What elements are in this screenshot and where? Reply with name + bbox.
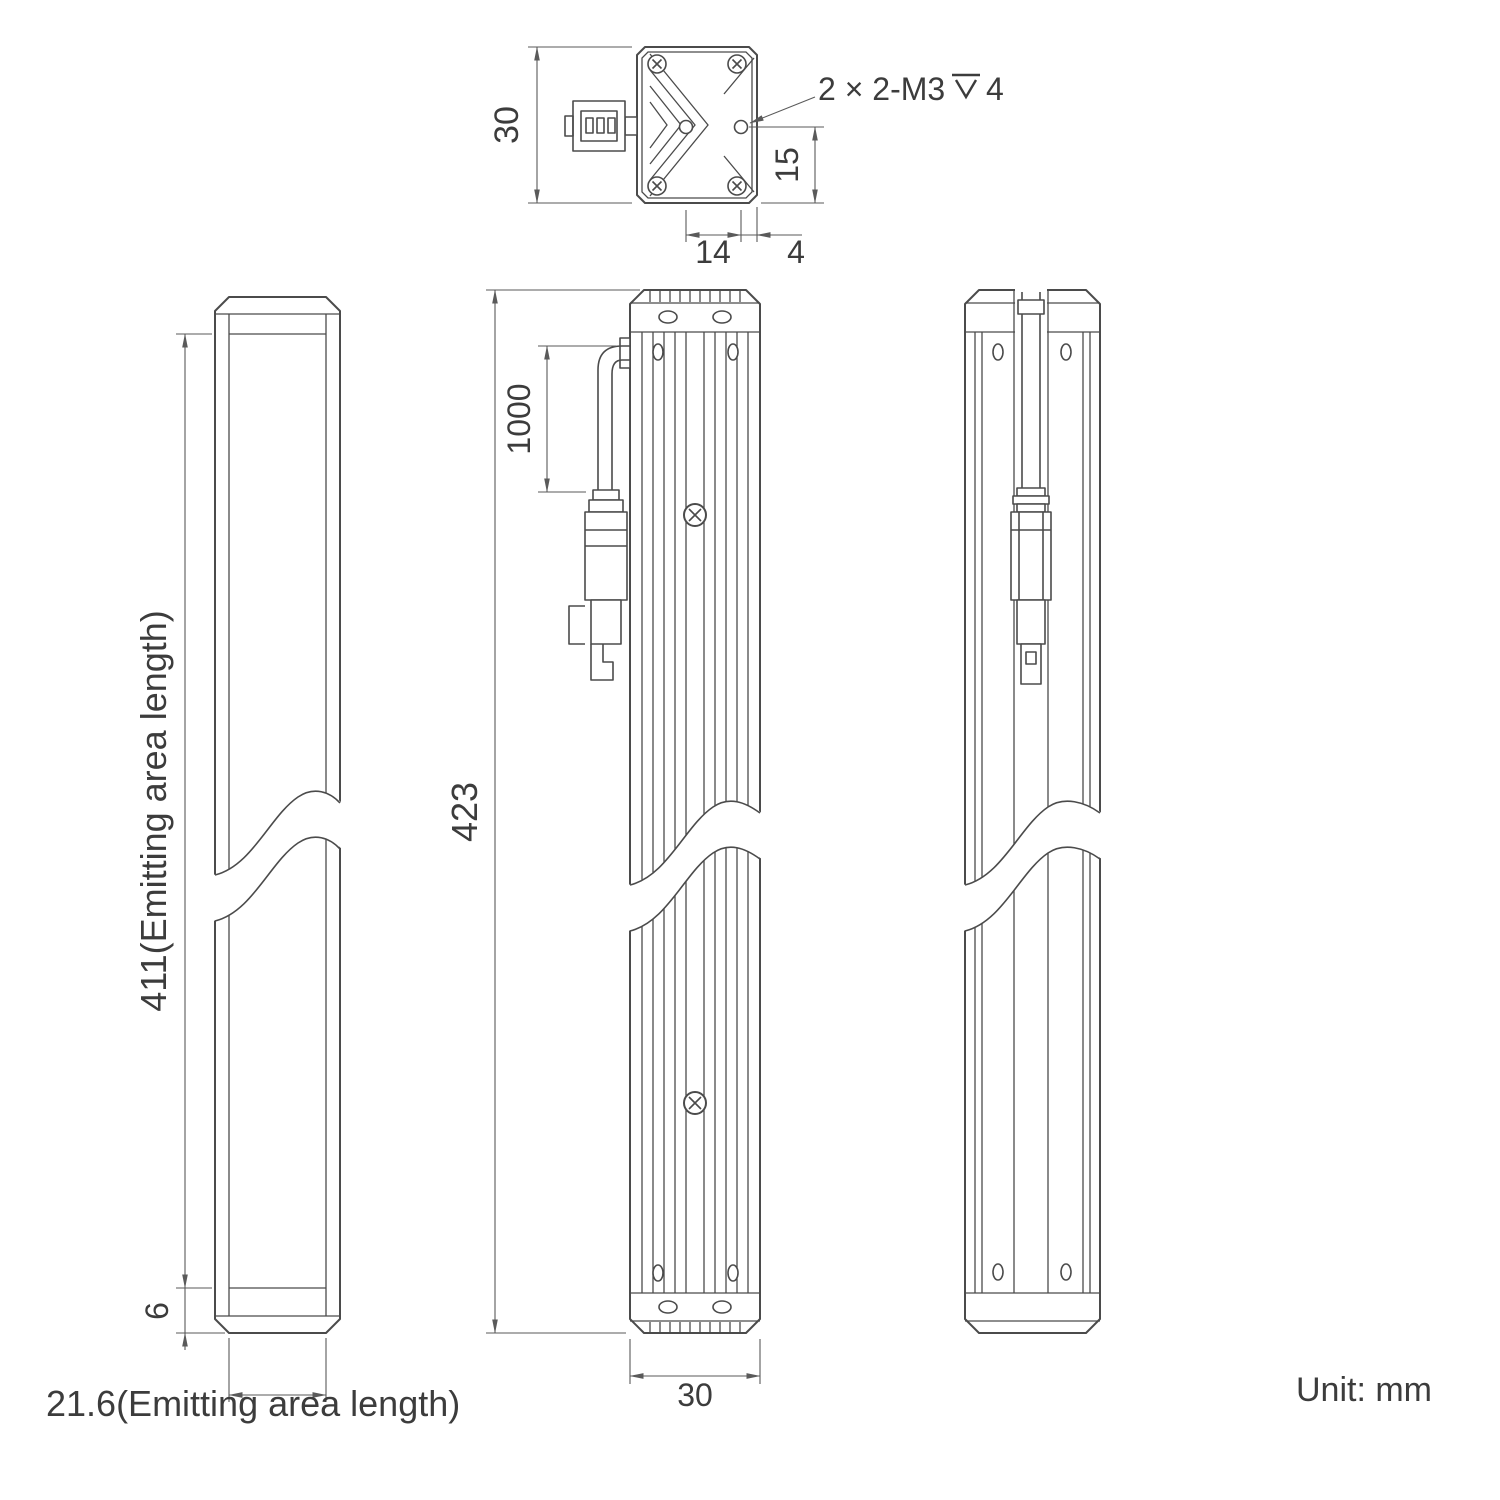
cable-connector-back [1010,487,1052,685]
back-view [963,285,1102,1334]
side-cap-slots [658,310,732,1314]
mounting-hole-left [678,119,694,135]
dim-bottom-margin: 6 [139,1288,225,1350]
side-view-finned: 1000 423 30 [444,289,762,1413]
front-cap-lines [215,313,340,1317]
mounting-hole-right [733,119,749,135]
dim-body-width: 30 [629,1339,761,1413]
top-view: 30 2 × 2-M3 4 15 14 [488,46,1004,270]
dim-hole-to-bottom: 15 [749,126,824,204]
dim-hole-spacing-group: 14 4 [685,207,805,270]
break-lines-back [963,800,1102,932]
dim-emitting-width: 21.6(Emitting area length) [46,1338,460,1424]
thread-annotation: 2 × 2-M3 4 [749,71,1004,124]
top-body-outline [636,46,758,204]
break-lines-front [213,790,342,922]
back-groove-lines [974,332,1091,1293]
dim-label-30-width: 30 [677,1377,713,1413]
dim-label-6: 6 [139,1302,175,1320]
back-screw-slots [992,343,1072,1281]
dim-overall-length: 423 [444,289,640,1334]
front-view: 411(Emitting area length) 6 21.6(Emittin… [46,296,460,1424]
cable-connector-side [568,489,628,681]
back-cable [1017,292,1045,488]
depth-symbol-icon [952,73,980,100]
thread-note-depth: 4 [986,71,1004,107]
cable-channel-walls [1013,290,1049,1293]
side-body-outline [629,289,761,1334]
thread-note-prefix: 2 × 2-M3 [818,71,945,107]
corner-screws [647,54,747,196]
dim-cable-length: 1000 [501,345,616,493]
power-connector-section [564,100,638,152]
side-screw-slots [652,343,739,1282]
dim-label-emitting-width: 21.6(Emitting area length) [46,1383,460,1424]
power-cable [597,337,631,492]
front-body-outline [214,296,341,1334]
dim-label-top-height: 30 [488,106,526,144]
dim-label-1000: 1000 [501,383,537,454]
dim-label-4: 4 [787,234,805,270]
dim-top-height: 30 [488,46,632,204]
dim-label-14: 14 [695,234,731,270]
center-screws [683,503,707,1115]
dim-emitting-length: 411(Emitting area length) [133,333,212,1289]
back-body-outline [964,289,1101,1334]
break-lines-side [628,800,762,932]
side-cap-lines [630,291,760,1332]
dim-label-15: 15 [769,147,805,183]
dim-label-423: 423 [444,782,485,842]
unit-label: Unit: mm [1296,1371,1432,1409]
dim-label-emitting-length: 411(Emitting area length) [133,610,174,1012]
top-body-inner-outline [641,51,753,199]
